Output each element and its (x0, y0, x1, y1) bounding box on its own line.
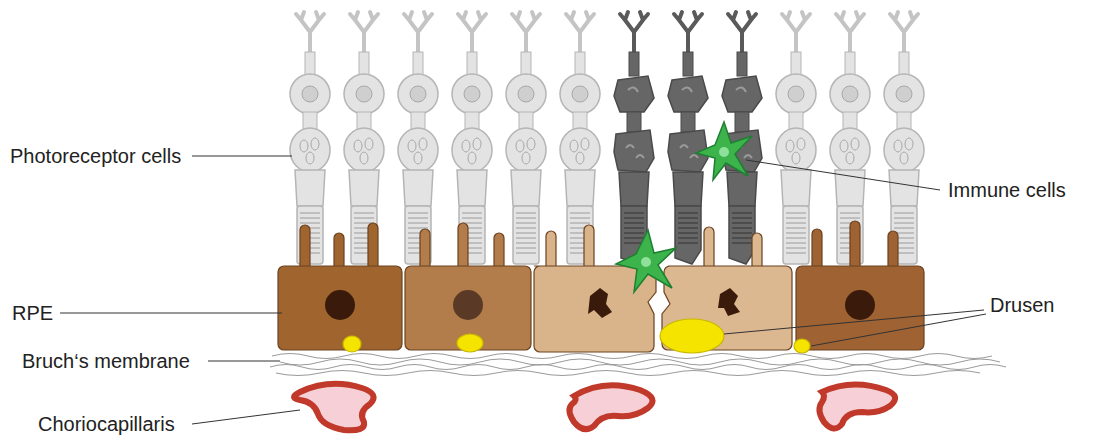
photoreceptor-cell (506, 12, 546, 264)
capillary-vessel (819, 384, 895, 428)
drusen (343, 319, 810, 353)
leader-line (192, 410, 300, 424)
rpe-cell (534, 225, 656, 352)
part-label: RPE (12, 302, 53, 325)
drusen-deposit (660, 319, 724, 353)
part-label: Photoreceptor cells (10, 145, 181, 168)
bruchs-membrane (270, 354, 1006, 376)
immune-cell (616, 230, 676, 292)
capillary-vessel (569, 385, 652, 429)
leader-line (746, 160, 940, 190)
drusen-deposit (457, 334, 483, 352)
drusen-deposit (794, 339, 810, 353)
choriocapillaris (294, 384, 895, 431)
rpe-cell (405, 223, 531, 350)
part-label: Immune cells (948, 179, 1066, 202)
drusen-deposit (343, 336, 361, 352)
degenerating-photoreceptor (614, 12, 654, 264)
photoreceptor-cell (884, 12, 924, 264)
rpe-layer (278, 221, 924, 352)
leader-line (811, 314, 986, 346)
rpe-cell (796, 221, 924, 350)
part-label: Bruch‘s membrane (22, 350, 190, 373)
immune-cell (696, 122, 752, 180)
leader-line (60, 313, 282, 314)
photoreceptor-cell (398, 12, 438, 264)
photoreceptor-cell (290, 12, 330, 264)
leader-lines (60, 156, 986, 424)
capillary-vessel (294, 384, 374, 431)
degenerating-photoreceptor (668, 12, 708, 264)
rpe-cell (278, 223, 402, 350)
photoreceptor-cell (776, 12, 816, 264)
photoreceptor-cell (560, 12, 600, 264)
part-label: Choriocapillaris (38, 413, 175, 436)
leader-line (192, 156, 292, 157)
part-label: Drusen (990, 294, 1054, 317)
photoreceptor-layer (290, 12, 924, 264)
leader-line (208, 361, 280, 362)
